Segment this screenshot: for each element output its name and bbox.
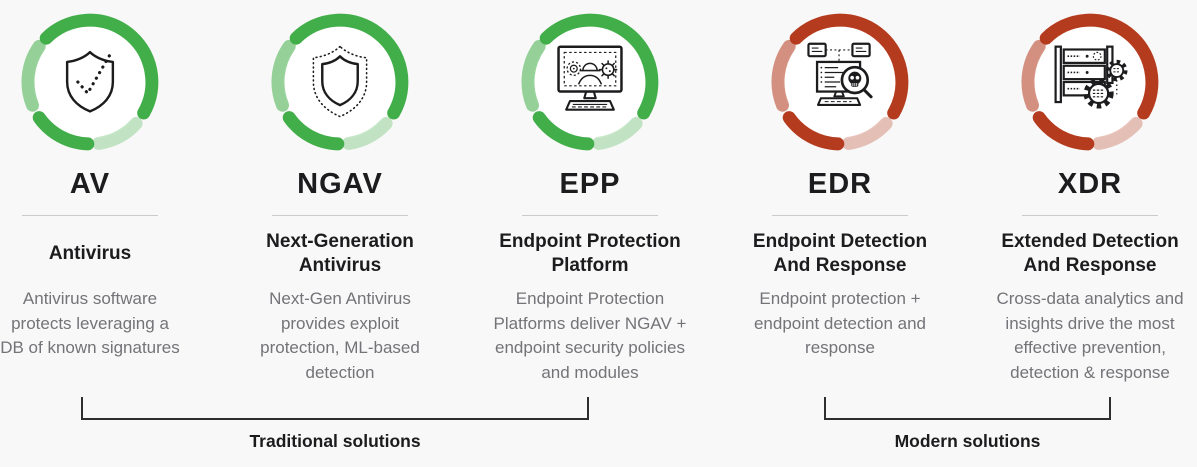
modern-solutions-bracket	[824, 397, 1111, 420]
solution-description: Next-Gen Antivirus provides exploit prot…	[260, 289, 420, 382]
green-ring-icon	[521, 13, 659, 151]
solution-columns: AV Antivirus Antivirus software protects…	[0, 12, 1197, 385]
monitor-threats-icon	[520, 12, 660, 152]
solution-acronym: EDR	[807, 168, 873, 200]
modern-solutions-label: Modern solutions	[894, 431, 1041, 451]
divider	[522, 215, 658, 216]
solution-column-av: AV Antivirus Antivirus software protects…	[0, 12, 197, 385]
solution-column-edr: EDR Endpoint Detection And Response Endp…	[733, 12, 947, 385]
solution-description: Antivirus software protects leveraging a…	[0, 289, 180, 357]
solution-acronym: AV	[69, 168, 111, 200]
solution-name: Next-Generation Antivirus	[266, 231, 414, 276]
solution-name: Endpoint Protection Platform	[499, 231, 681, 276]
solution-description: Endpoint Protection Platforms deliver NG…	[493, 289, 687, 382]
shield-outline-icon	[270, 12, 410, 152]
divider	[772, 215, 908, 216]
monitor-investigation-icon	[770, 12, 910, 152]
divider	[1022, 215, 1158, 216]
solution-acronym: EPP	[559, 168, 621, 200]
edr-progress-ring	[770, 12, 910, 152]
divider	[22, 215, 158, 216]
solution-column-ngav: NGAV Next-Generation Antivirus Next-Gen …	[233, 12, 447, 385]
traditional-solutions-label: Traditional solutions	[249, 431, 421, 451]
divider	[272, 215, 408, 216]
server-gears-icon	[1020, 12, 1160, 152]
epp-progress-ring	[520, 12, 660, 152]
solution-description: Cross-data analytics and insights drive …	[996, 289, 1184, 382]
solution-name: Endpoint Detection And Response	[752, 231, 928, 276]
solution-name: Antivirus	[48, 243, 132, 264]
solution-name: Extended Detection And Response	[1001, 231, 1179, 276]
solution-column-epp: EPP Endpoint Protection Platform Endpoin…	[483, 12, 697, 385]
xdr-progress-ring	[1020, 12, 1160, 152]
ngav-progress-ring	[270, 12, 410, 152]
green-ring-icon	[21, 13, 159, 151]
shield-check-icon	[20, 12, 160, 152]
solution-acronym: XDR	[1057, 168, 1123, 200]
solution-acronym: NGAV	[297, 168, 383, 200]
av-progress-ring	[20, 12, 160, 152]
green-ring-icon	[271, 13, 409, 151]
solution-description: Endpoint protection + endpoint detection…	[753, 289, 927, 357]
traditional-solutions-bracket	[81, 397, 589, 420]
solution-column-xdr: XDR Extended Detection And Response Cros…	[983, 12, 1197, 385]
